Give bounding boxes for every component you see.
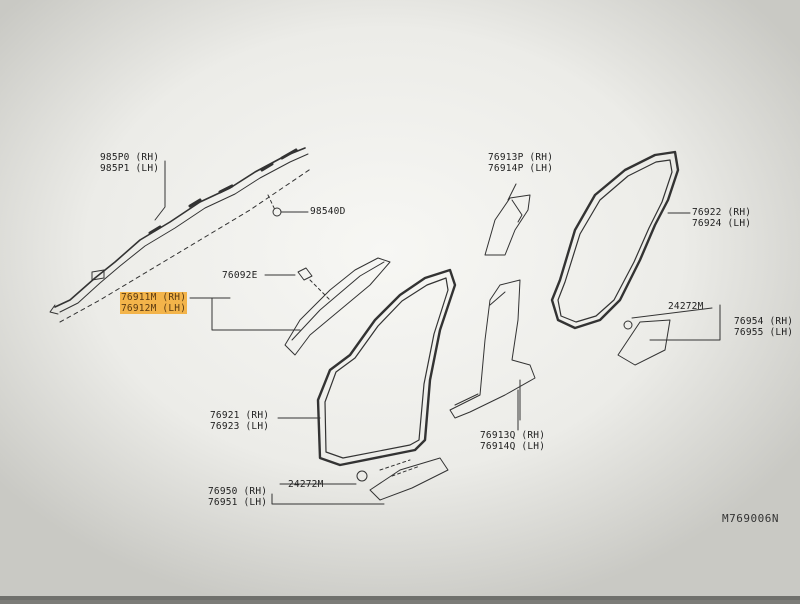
label-24272M-rear: 24272M (668, 301, 704, 312)
label-76921: 76921 (RH) (210, 410, 270, 421)
leader-lines (154, 160, 721, 505)
label-76922: 76922 (RH) (692, 207, 752, 218)
label-76913Q: 76913Q (RH) (480, 430, 546, 441)
label-76913P: 76913P (RH) (488, 152, 554, 163)
label-985P1: 985P1 (LH) (100, 163, 160, 174)
diagram-code: M769006N (722, 512, 779, 525)
rear-kicking-plate (617, 307, 713, 366)
rear-weatherstrip (550, 150, 680, 330)
label-24272M-front: 24272M (288, 479, 324, 490)
label-76924: 76924 (LH) (692, 218, 752, 229)
front-weatherstrip (316, 268, 457, 467)
label-76912M: 76912M (LH) (120, 303, 188, 314)
clip-76092E (264, 267, 331, 301)
label-76954: 76954 (RH) (734, 316, 794, 327)
label-76951: 76951 (LH) (208, 497, 268, 508)
label-76914Q: 76914Q (LH) (480, 441, 546, 452)
b-pillar-upper-garnish (484, 194, 531, 256)
airbag-mounting-line (59, 167, 313, 323)
curtain-airbag (49, 147, 309, 315)
label-985P0: 985P0 (RH) (100, 152, 160, 163)
label-76092E: 76092E (222, 270, 258, 281)
bolt-98540D (267, 194, 309, 217)
b-pillar-lower-garnish (449, 279, 536, 421)
label-98540D: 98540D (310, 206, 346, 217)
label-76914P: 76914P (LH) (488, 163, 554, 174)
label-76955: 76955 (LH) (734, 327, 794, 338)
label-76911M: 76911M (RH) (120, 292, 188, 303)
label-76950: 76950 (RH) (208, 486, 268, 497)
front-pillar-garnish (284, 257, 391, 356)
front-kicking-plate (356, 457, 449, 501)
label-76923: 76923 (LH) (210, 421, 270, 432)
